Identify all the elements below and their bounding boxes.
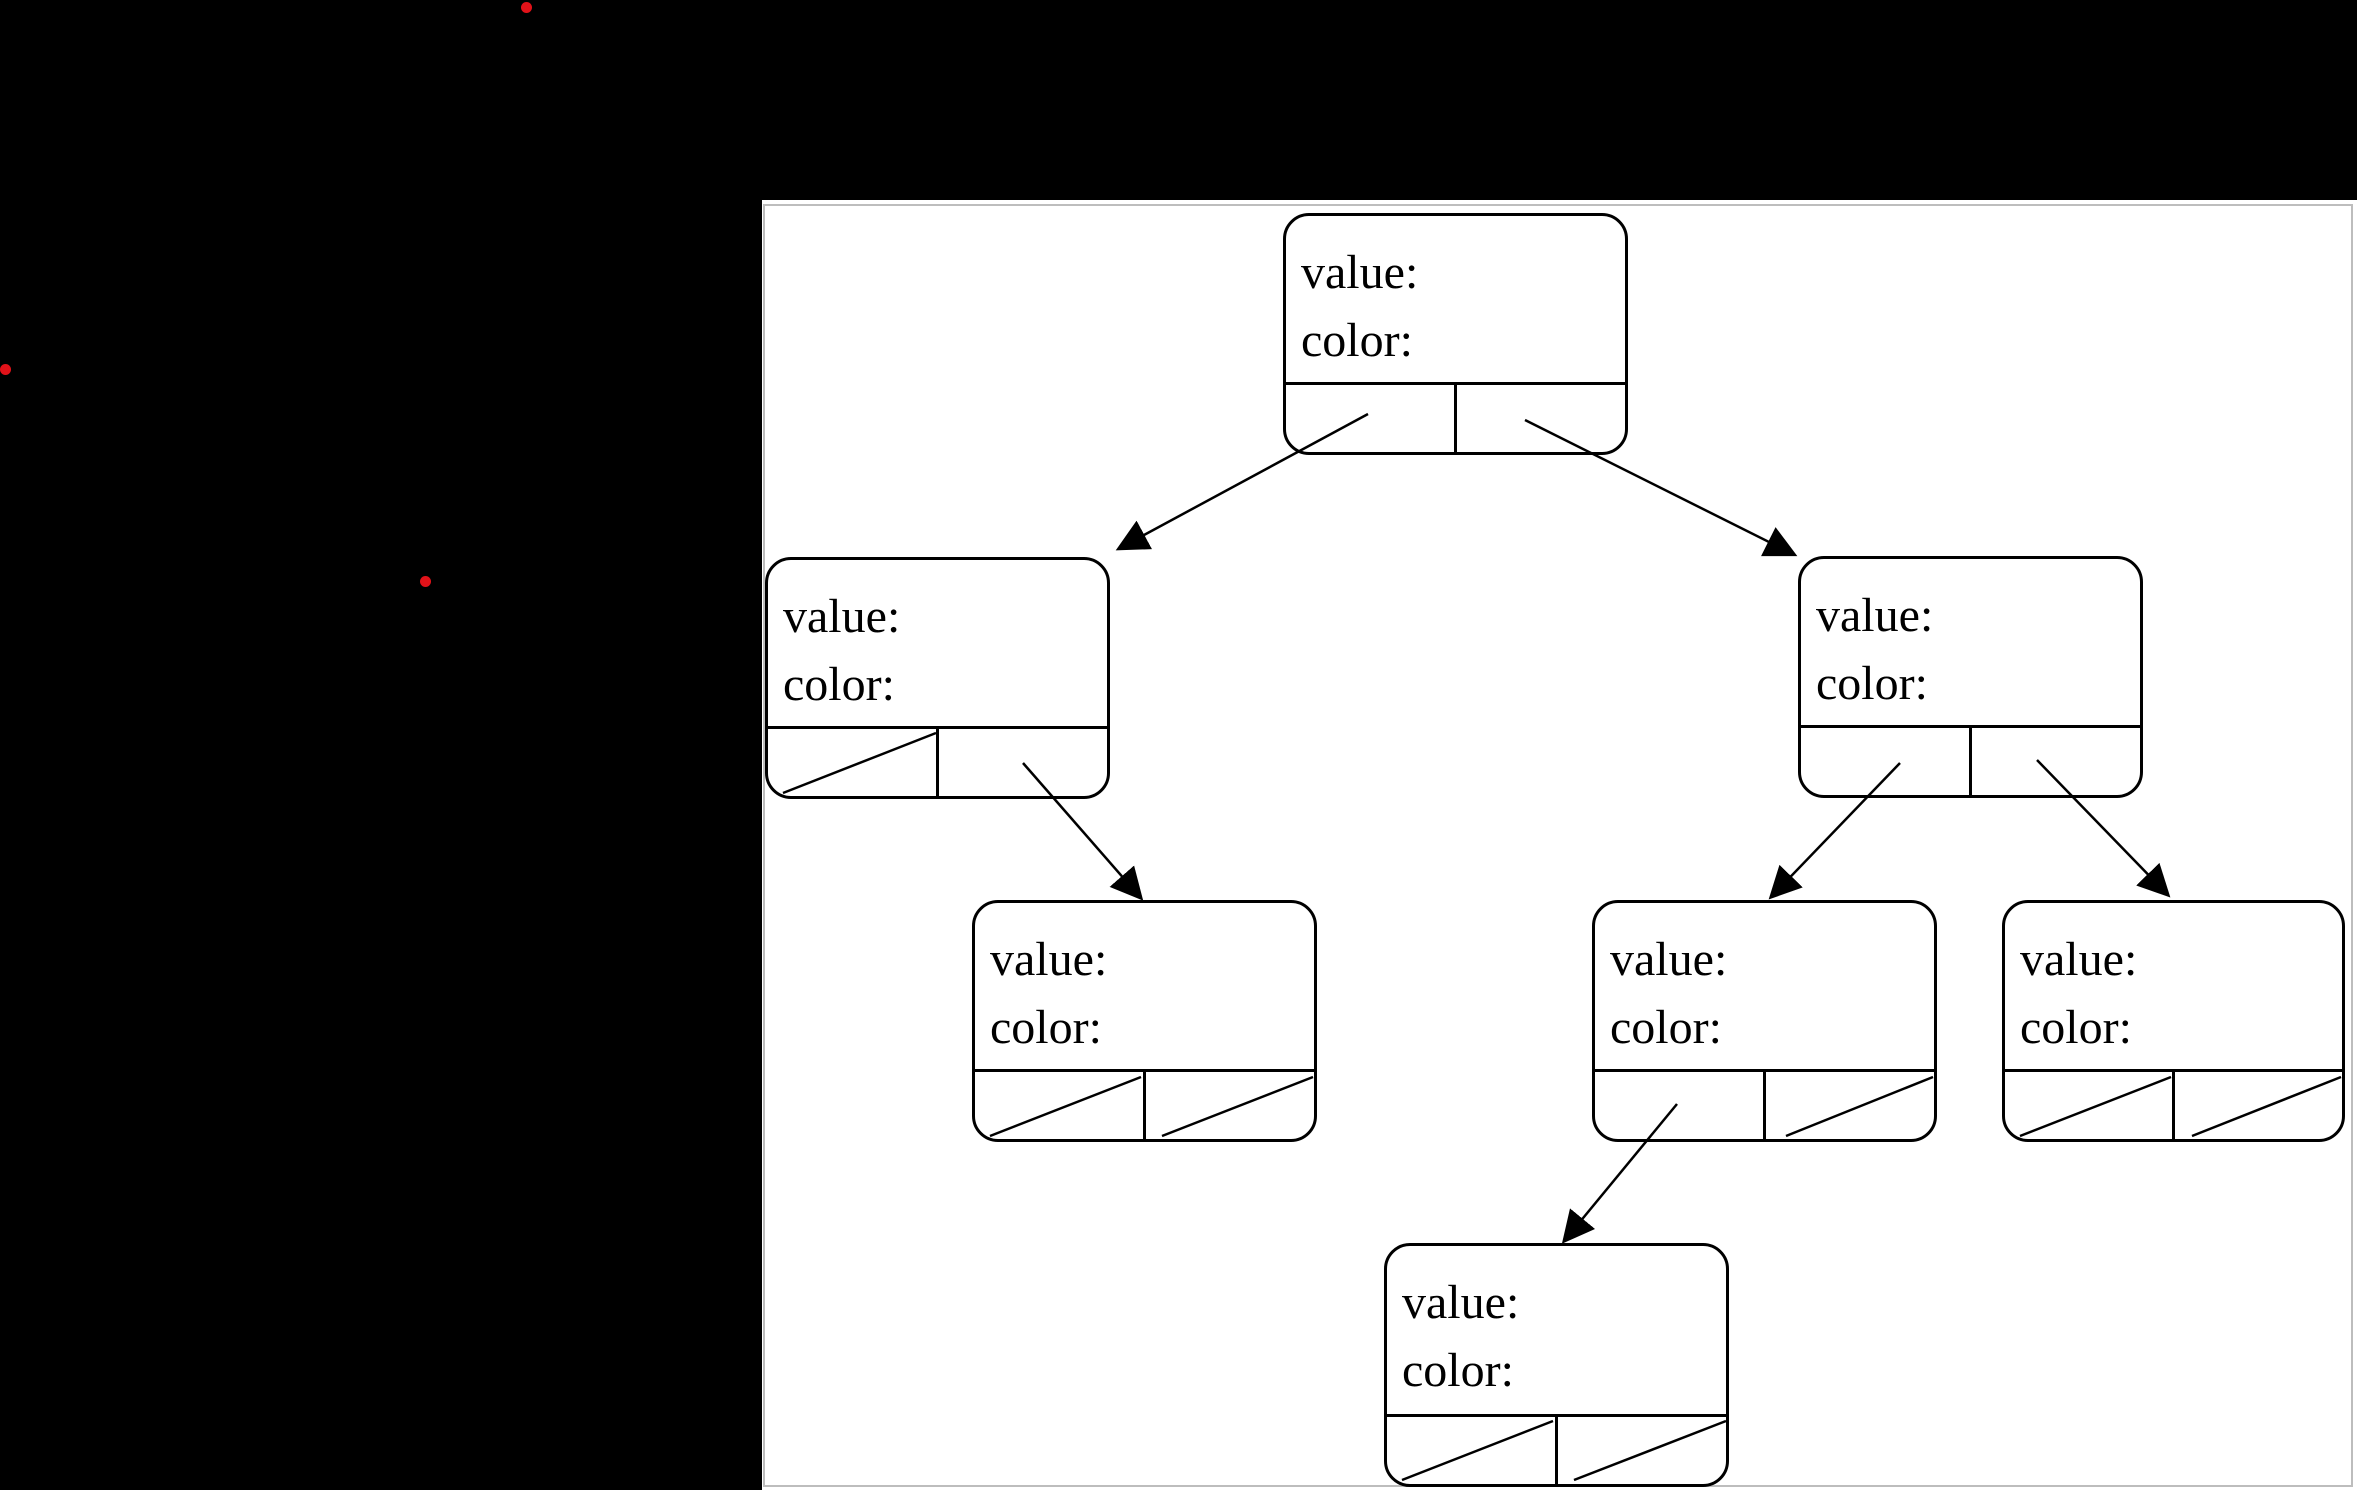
right-pointer-cell xyxy=(1969,728,2140,795)
left-pointer-cell xyxy=(1801,728,1969,795)
pointer-cells xyxy=(1595,1069,1934,1139)
pointer-cells xyxy=(975,1069,1314,1139)
tree-node-left-right-grandchild: value: color: xyxy=(972,900,1317,1142)
left-pointer-cell xyxy=(1286,385,1454,452)
right-pointer-cell xyxy=(2172,1072,2342,1139)
color-label: color: xyxy=(783,658,895,711)
tree-node-bottom: value: color: xyxy=(1384,1243,1729,1487)
laser-dot-2 xyxy=(0,364,11,375)
pointer-cells xyxy=(768,726,1107,796)
color-label: color: xyxy=(990,1001,1102,1054)
laser-dot-3 xyxy=(420,576,431,587)
pointer-cells xyxy=(1286,382,1625,452)
left-pointer-cell xyxy=(975,1072,1143,1139)
right-pointer-cell xyxy=(936,729,1107,796)
right-pointer-cell xyxy=(1143,1072,1314,1139)
tree-node-right-right-grandchild: value: color: xyxy=(2002,900,2345,1142)
left-pointer-cell xyxy=(1387,1417,1555,1484)
color-label: color: xyxy=(1816,657,1928,710)
tree-node-left-child: value: color: xyxy=(765,557,1110,799)
value-label: value: xyxy=(1402,1276,1520,1329)
value-label: value: xyxy=(2020,933,2138,986)
value-label: value: xyxy=(1301,246,1419,299)
color-label: color: xyxy=(2020,1001,2132,1054)
tree-node-right-child: value: color: xyxy=(1798,556,2143,798)
value-label: value: xyxy=(1610,933,1728,986)
tree-node-right-left-grandchild: value: color: xyxy=(1592,900,1937,1142)
pointer-cells xyxy=(1801,725,2140,795)
tree-node-root: value: color: xyxy=(1283,213,1628,455)
color-label: color: xyxy=(1402,1344,1514,1397)
left-pointer-cell xyxy=(1595,1072,1763,1139)
color-label: color: xyxy=(1610,1001,1722,1054)
laser-dot-1 xyxy=(521,2,532,13)
right-pointer-cell xyxy=(1555,1417,1726,1484)
color-label: color: xyxy=(1301,314,1413,367)
left-pointer-cell xyxy=(2005,1072,2172,1139)
pointer-cells xyxy=(1387,1414,1726,1484)
left-pointer-cell xyxy=(768,729,936,796)
pointer-cells xyxy=(2005,1069,2342,1139)
value-label: value: xyxy=(783,590,901,643)
right-pointer-cell xyxy=(1763,1072,1934,1139)
right-pointer-cell xyxy=(1454,385,1625,452)
value-label: value: xyxy=(990,933,1108,986)
value-label: value: xyxy=(1816,589,1934,642)
